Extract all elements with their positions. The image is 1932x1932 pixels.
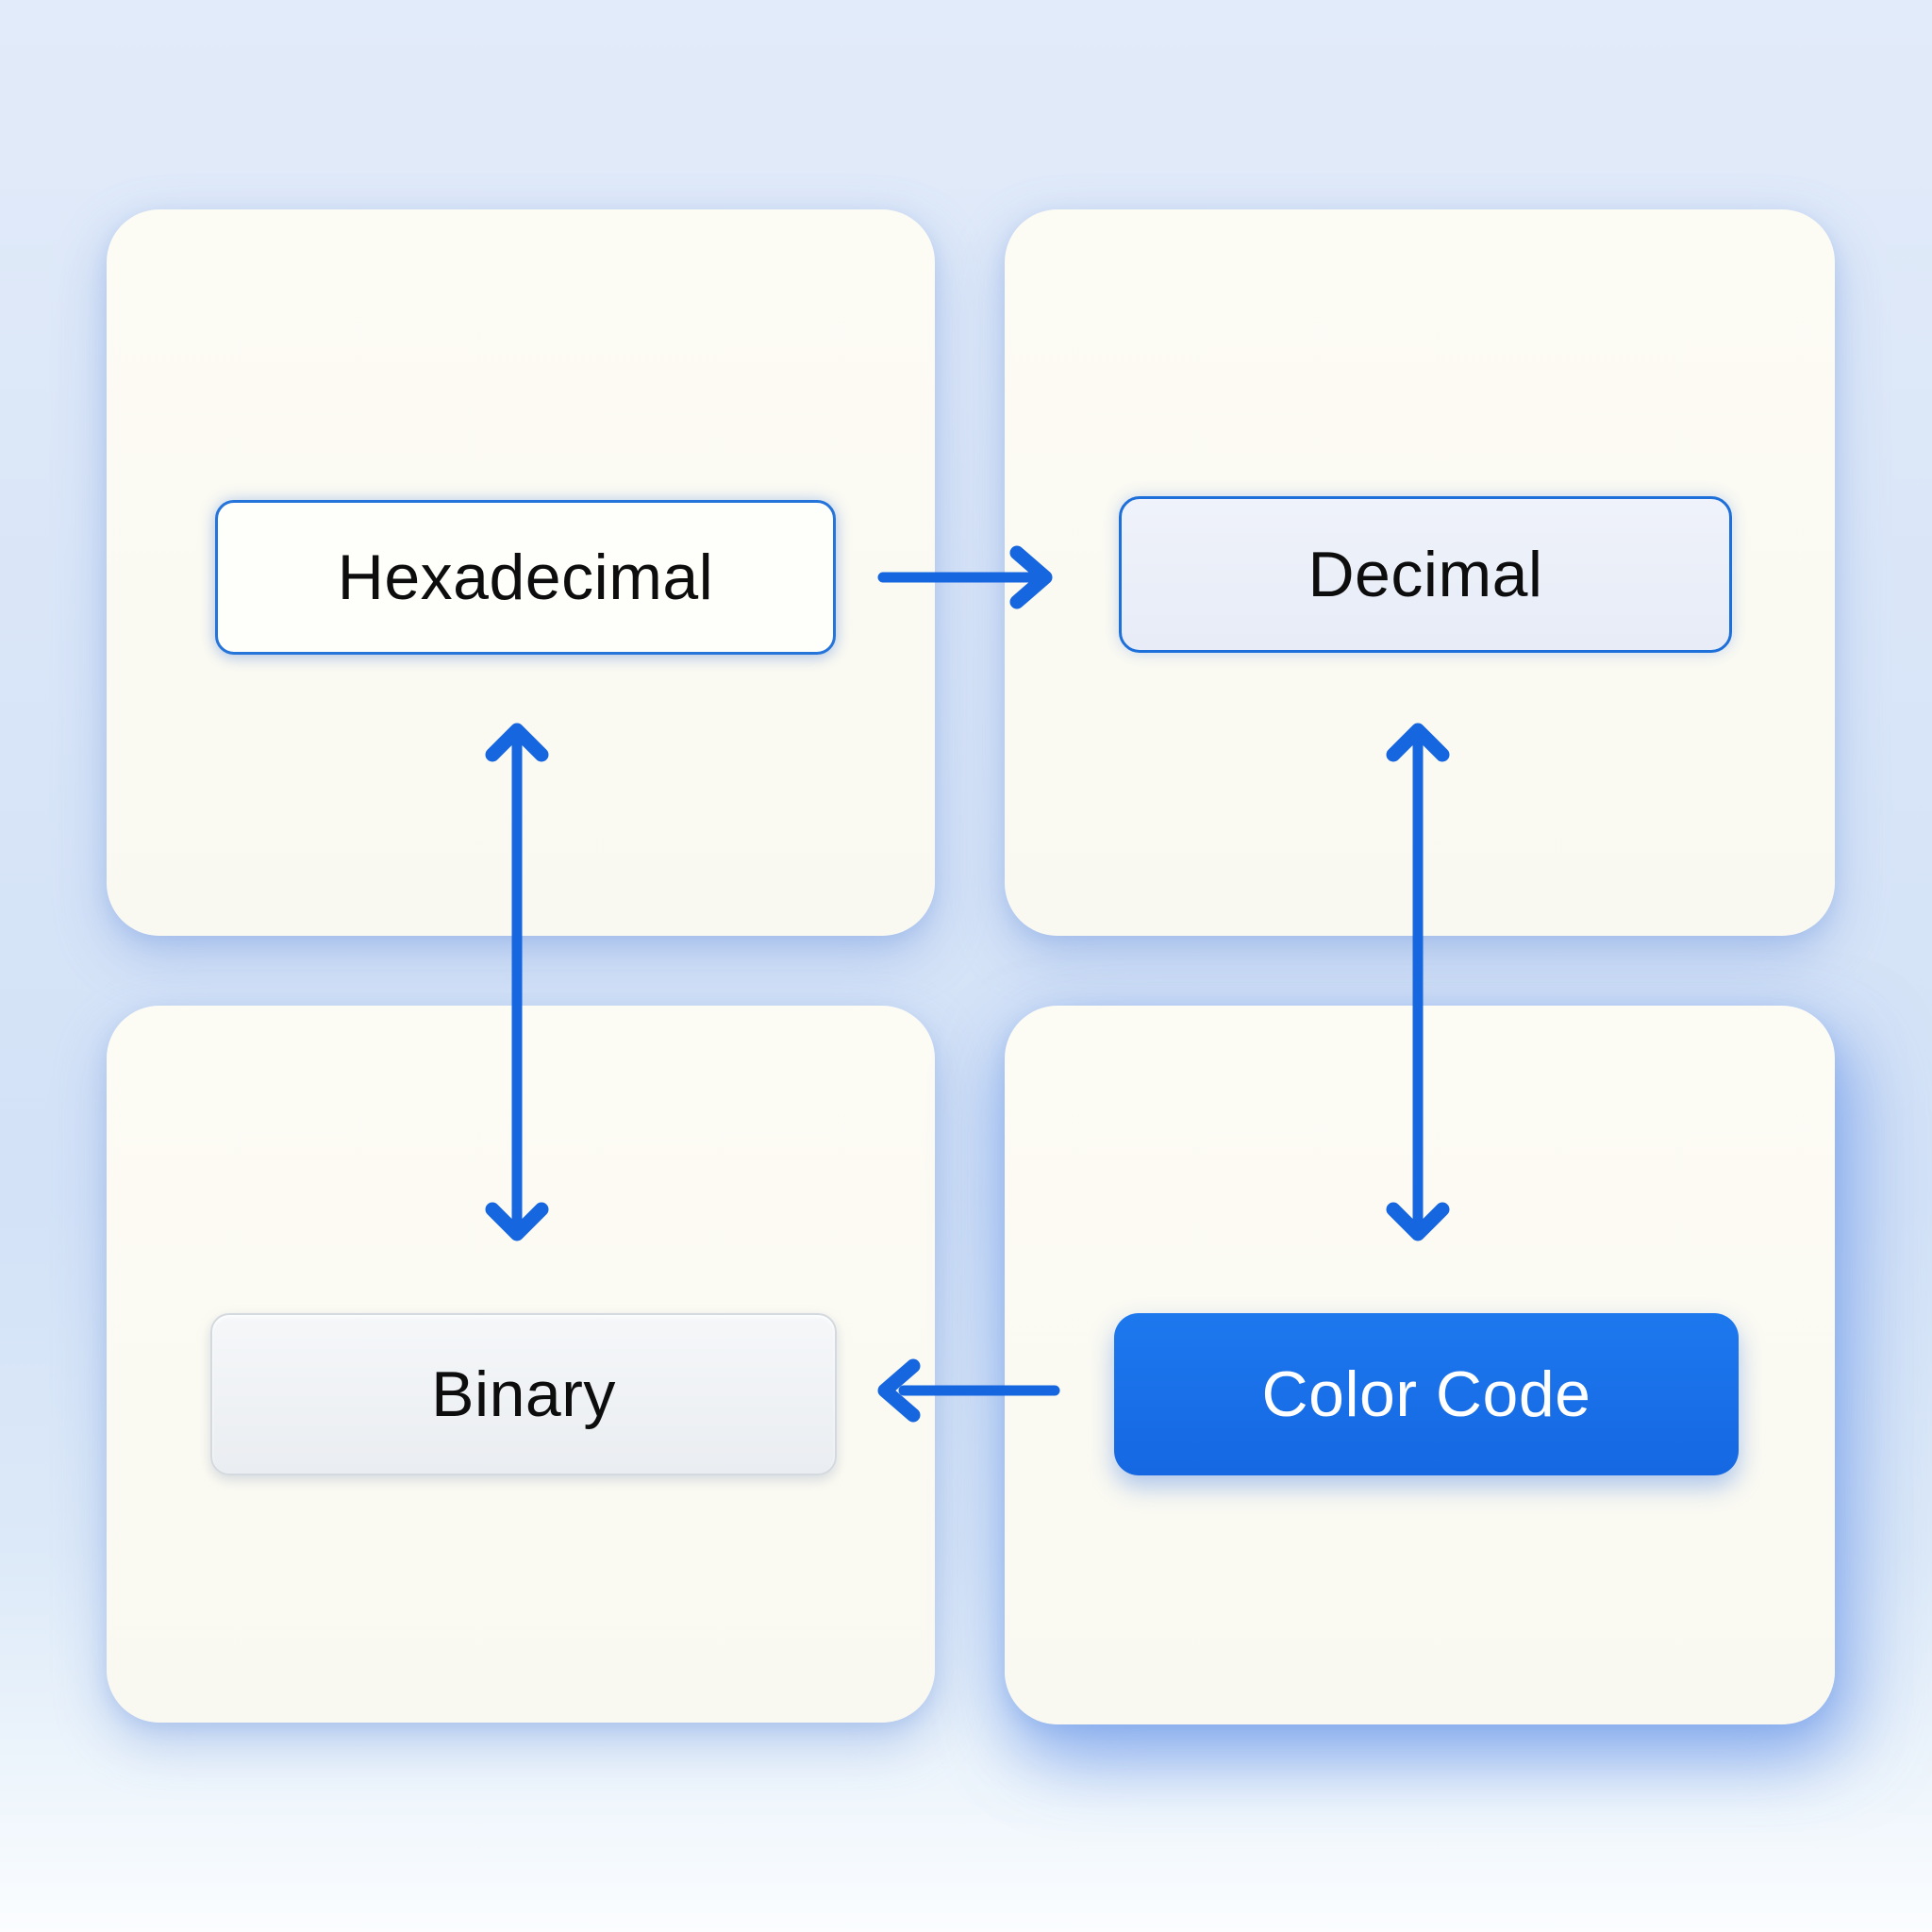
binary-node: Binary — [210, 1313, 837, 1475]
card-binary: Binary — [107, 1006, 935, 1723]
card-hexadecimal: Hexadecimal — [107, 209, 935, 936]
color-code-node: Color Code — [1114, 1313, 1739, 1475]
card-decimal: Decimal — [1005, 209, 1835, 936]
card-color-code: Color Code — [1005, 1006, 1835, 1724]
decimal-node: Decimal — [1119, 496, 1732, 653]
hexadecimal-node: Hexadecimal — [215, 500, 836, 655]
